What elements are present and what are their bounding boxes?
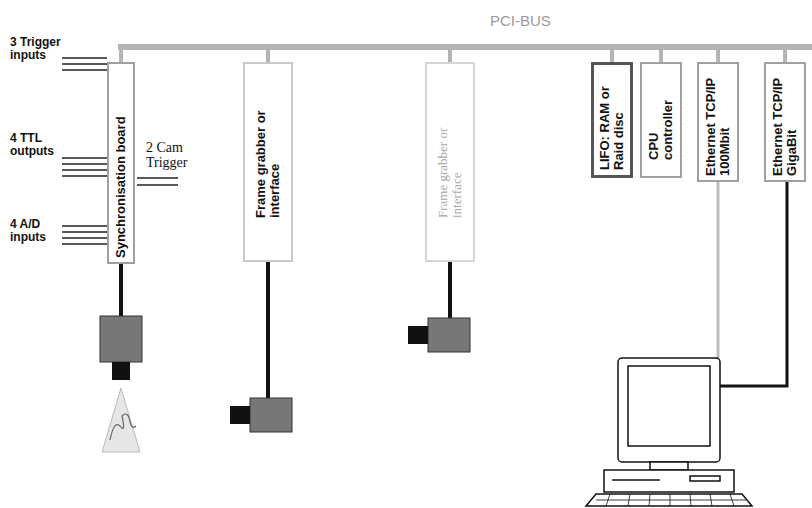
board-label: Frame grabber or interface (254, 106, 282, 218)
bus-stub (119, 50, 123, 62)
board-label: LIFO: RAM or Raid disc (598, 70, 626, 170)
bus-stub (266, 50, 270, 62)
signal-label: 3 Trigger inputs (10, 36, 70, 62)
computer (586, 358, 752, 506)
bus-stub (659, 50, 663, 62)
bus-label: PCI-BUS (490, 14, 551, 28)
signal-label: 4 A/D inputs (10, 218, 66, 244)
board-label: Frame grabber or interface (436, 106, 464, 218)
camera-1 (100, 262, 142, 452)
board-label: Ethernet TCP/IP 100Mbit (704, 68, 732, 176)
signal-label: 2 Cam Trigger (146, 140, 206, 170)
ethernet-board: Ethernet TCP/IP 100Mbit (697, 62, 739, 182)
board-label: Synchronisation board (114, 68, 128, 258)
cpu-board: CPU controller (640, 62, 682, 178)
signal-label: 4 TTL outputs (10, 132, 66, 158)
sync-board: Synchronisation board (107, 62, 135, 264)
board-label: CPU controller (647, 80, 675, 160)
bus-stub (448, 50, 452, 62)
ethernet-board: Ethernet TCP/IP GigaBit (764, 62, 806, 182)
board-label: Ethernet TCP/IP GigaBit (771, 68, 799, 176)
pci-bus: PCI-BUS (118, 44, 812, 50)
camera-3 (408, 262, 470, 352)
bus-stub (716, 50, 720, 62)
network-cables (718, 178, 787, 386)
storage-board: LIFO: RAM or Raid disc (591, 62, 633, 178)
bus-stub (783, 50, 787, 62)
bus-stub (610, 50, 614, 62)
frame-grabber: Frame grabber or interface (243, 62, 293, 262)
frame-grabber-greyed: Frame grabber or interface (425, 62, 475, 262)
camera-2 (230, 262, 292, 432)
